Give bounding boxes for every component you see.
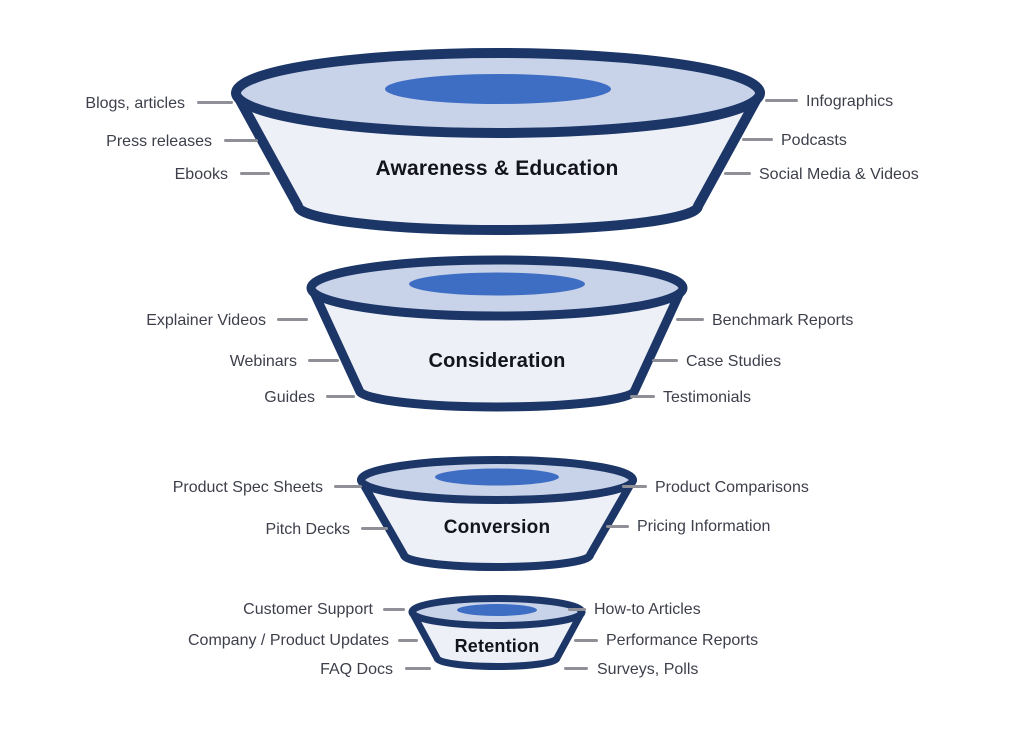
connector-line xyxy=(564,667,588,670)
stage-title-conversion: Conversion xyxy=(443,517,551,538)
label-ebooks: Ebooks xyxy=(174,166,228,183)
connector-line xyxy=(405,667,431,670)
label-product-spec-sheets: Product Spec Sheets xyxy=(172,479,323,496)
label-pitch-decks: Pitch Decks xyxy=(265,521,350,538)
label-customer-support: Customer Support xyxy=(243,601,373,618)
connector-line xyxy=(622,485,647,488)
label-webinars: Webinars xyxy=(229,353,297,370)
label-social-media-videos: Social Media & Videos xyxy=(759,166,919,183)
funnel-opening xyxy=(409,272,585,296)
stage-title-retention: Retention xyxy=(454,636,540,656)
label-infographics: Infographics xyxy=(806,93,894,110)
funnel-stage-retention xyxy=(408,595,586,670)
label-pricing-information: Pricing Information xyxy=(637,518,771,535)
funnel-stage-consideration xyxy=(306,255,688,412)
label-blogs-articles: Blogs, articles xyxy=(85,95,185,112)
label-case-studies: Case Studies xyxy=(686,353,782,370)
label-product-comparisons: Product Comparisons xyxy=(655,479,809,496)
label-how-to-articles: How-to Articles xyxy=(594,601,701,618)
connector-line xyxy=(308,359,339,362)
stage-title-consideration: Consideration xyxy=(428,350,566,372)
funnel-stage-awareness xyxy=(231,48,765,235)
label-benchmark-reports: Benchmark Reports xyxy=(712,312,854,329)
connector-line xyxy=(197,101,233,104)
connector-line xyxy=(765,99,798,102)
label-performance-reports: Performance Reports xyxy=(606,632,759,649)
connector-line xyxy=(568,608,586,611)
funnel-stage-conversion xyxy=(357,456,637,571)
funnel-body xyxy=(357,476,637,571)
funnel-opening xyxy=(385,74,611,104)
connector-line xyxy=(383,608,405,611)
stage-title-awareness: Awareness & Education xyxy=(375,157,619,180)
connector-line xyxy=(652,359,678,362)
connector-line xyxy=(606,525,629,528)
label-explainer-videos: Explainer Videos xyxy=(146,312,266,329)
label-surveys-polls: Surveys, Polls xyxy=(597,661,699,678)
connector-line xyxy=(361,527,388,530)
label-press-releases: Press releases xyxy=(106,133,212,150)
connector-line xyxy=(334,485,362,488)
label-company-product-updates: Company / Product Updates xyxy=(188,632,389,649)
label-podcasts: Podcasts xyxy=(781,132,847,149)
funnel-body xyxy=(307,283,687,412)
label-guides: Guides xyxy=(264,389,315,406)
funnel-opening xyxy=(457,604,537,616)
connector-line xyxy=(224,139,258,142)
connector-line xyxy=(574,639,598,642)
connector-line xyxy=(724,172,751,175)
label-faq-docs: FAQ Docs xyxy=(320,661,393,678)
connector-line xyxy=(398,639,418,642)
connector-line xyxy=(277,318,308,321)
connector-line xyxy=(742,138,773,141)
connector-line xyxy=(240,172,270,175)
connector-line xyxy=(630,395,655,398)
connector-line xyxy=(326,395,355,398)
connector-line xyxy=(676,318,704,321)
funnel-opening xyxy=(435,468,559,486)
label-testimonials: Testimonials xyxy=(663,389,752,406)
